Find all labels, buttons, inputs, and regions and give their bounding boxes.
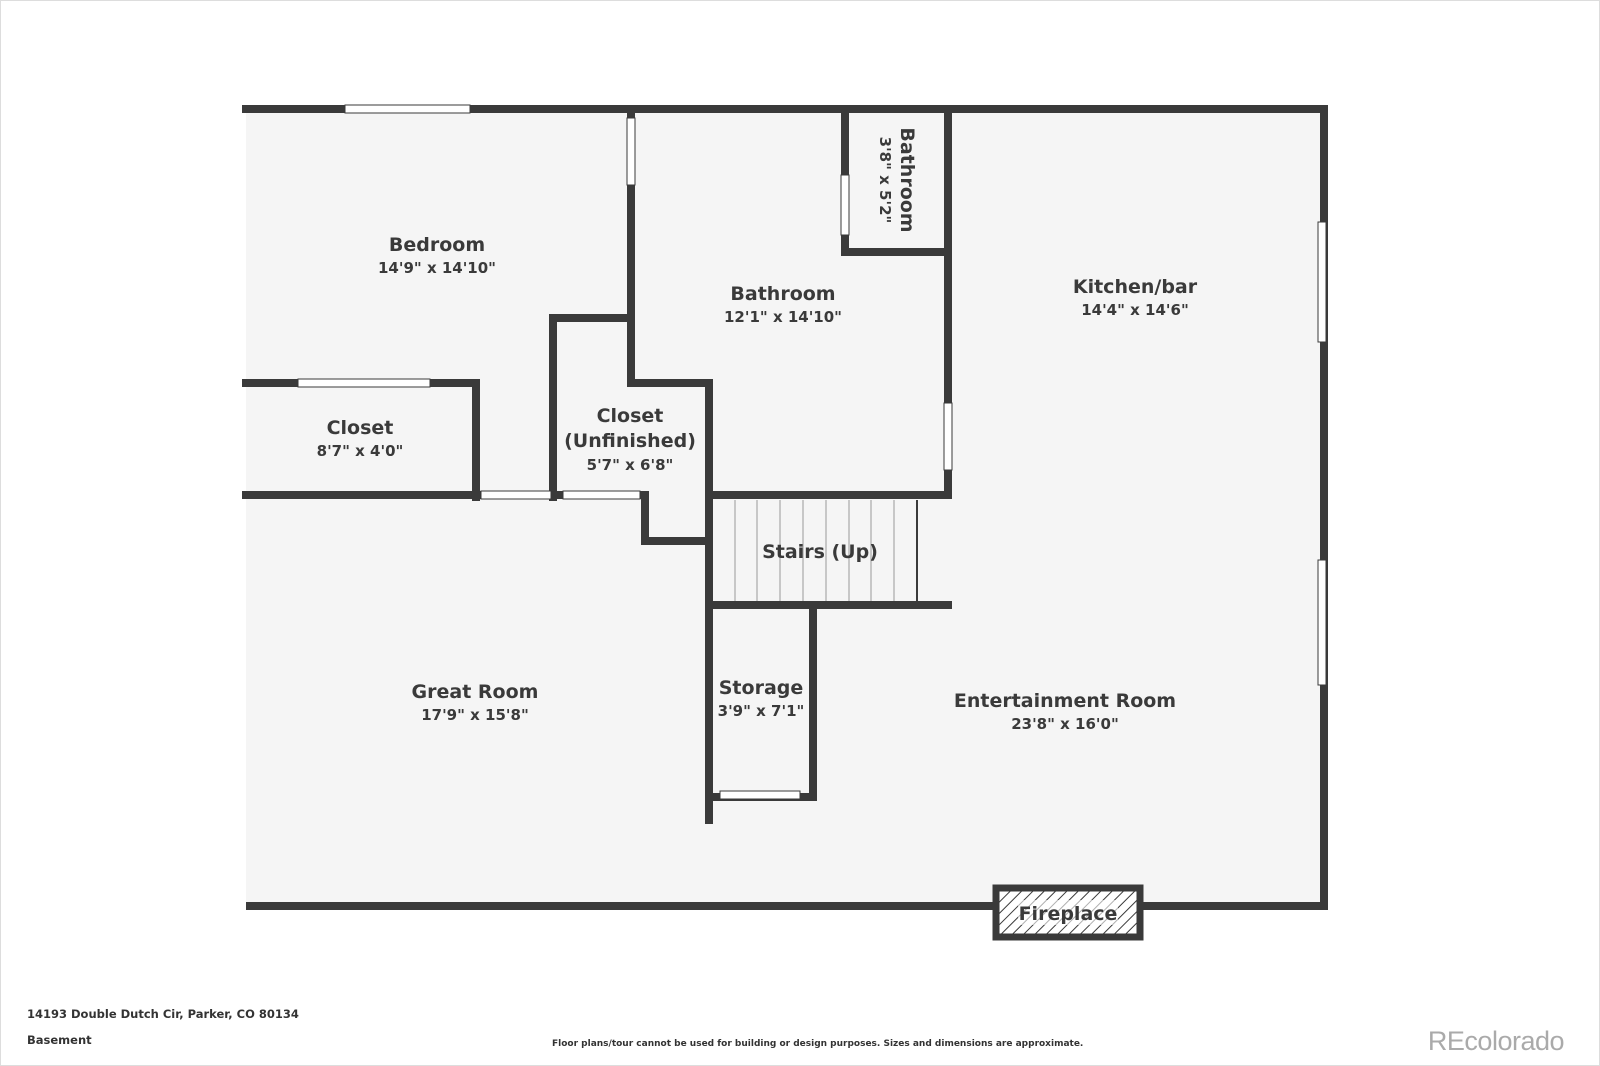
room-name: Great Room <box>412 681 539 703</box>
stairs <box>734 500 918 601</box>
windows-doors <box>297 104 1327 800</box>
room-dims: 3'8" x 5'2" <box>876 137 894 224</box>
address: 14193 Double Dutch Cir, Parker, CO 80134 <box>27 1007 299 1021</box>
room-name: Stairs (Up) <box>762 541 878 563</box>
room-name: Closet <box>597 405 664 427</box>
floor-area <box>246 109 1324 906</box>
floor-level: Basement <box>27 1033 92 1047</box>
room-name: Bedroom <box>389 234 485 256</box>
room-dims: 3'9" x 7'1" <box>718 702 805 720</box>
room-name: Fireplace <box>1019 903 1118 925</box>
room-dims: 5'7" x 6'8" <box>587 456 674 474</box>
room-dims: 23'8" x 16'0" <box>1011 715 1119 733</box>
room-name: (Unfinished) <box>564 430 696 452</box>
room-dims: 14'9" x 14'10" <box>378 259 496 277</box>
room-dims: 17'9" x 15'8" <box>421 706 529 724</box>
room-name: Bathroom <box>896 127 918 232</box>
room-dims: 14'4" x 14'6" <box>1081 301 1189 319</box>
room-name: Entertainment Room <box>954 690 1176 712</box>
room-name: Bathroom <box>730 283 835 305</box>
recolorado-logo: REcolorado <box>1427 1026 1565 1056</box>
disclaimer: Floor plans/tour cannot be used for buil… <box>552 1039 1084 1049</box>
room-dims: 12'1" x 14'10" <box>724 308 842 326</box>
room-name: Closet <box>327 417 394 439</box>
room-dims: 8'7" x 4'0" <box>317 442 404 460</box>
room-name: Kitchen/bar <box>1073 276 1198 298</box>
room-name: Storage <box>719 677 804 699</box>
